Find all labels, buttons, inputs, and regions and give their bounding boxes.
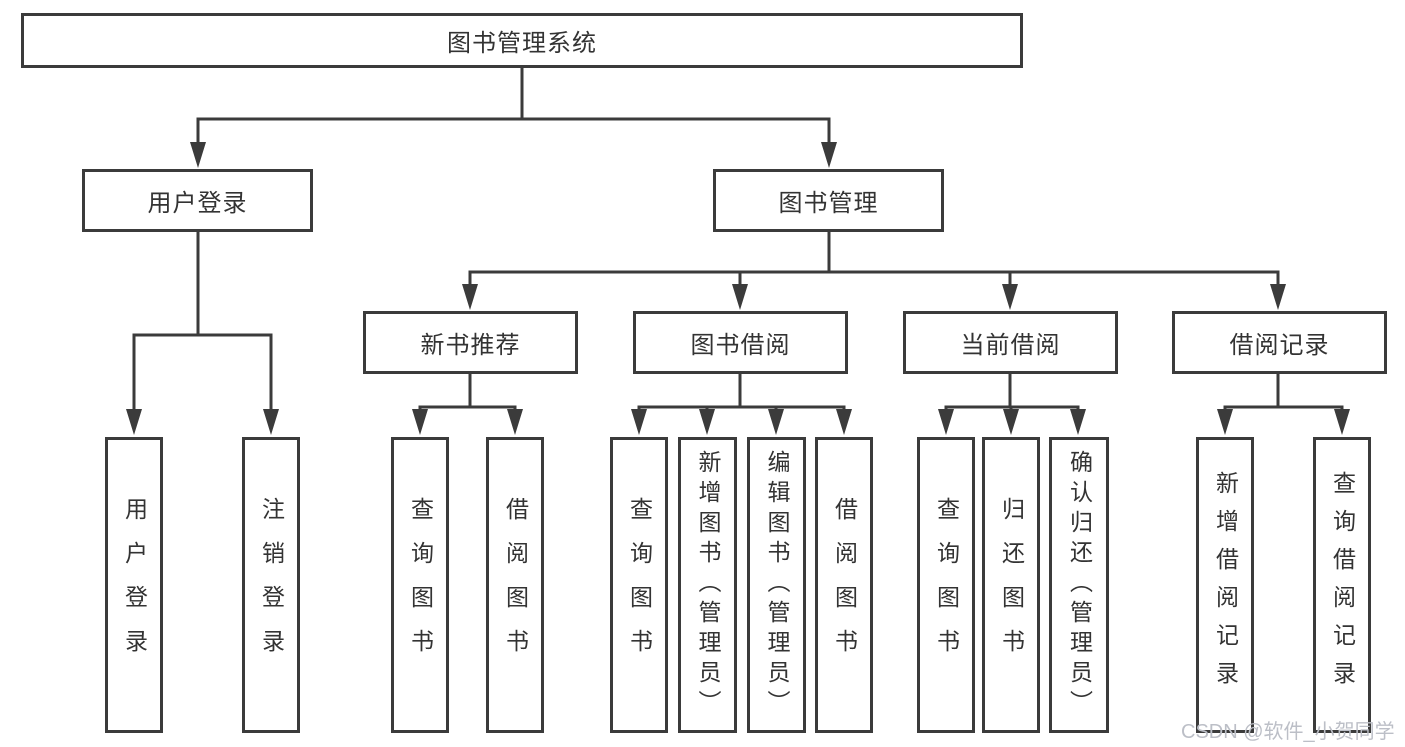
node-bb-borrow-book-label: 借阅图书 — [831, 497, 858, 673]
arrowheads — [126, 142, 1350, 435]
node-cb-query-book: 查询图书 — [917, 437, 975, 733]
node-new-book-recommend: 新书推荐 — [363, 311, 578, 374]
node-cb-query-book-label: 查询图书 — [933, 497, 960, 673]
node-bb-add-book-admin-label: 新增图书（管理员） — [695, 450, 721, 720]
node-br-add-record-label: 新增借阅记录 — [1212, 471, 1239, 699]
node-logout-leaf-label: 注销登录 — [258, 497, 285, 673]
node-user-login-label: 用户登录 — [147, 190, 248, 217]
node-nb-borrow-book-label: 借阅图书 — [502, 497, 529, 673]
node-bb-query-book: 查询图书 — [610, 437, 668, 733]
node-nb-query-book: 查询图书 — [391, 437, 449, 733]
node-bb-query-book-label: 查询图书 — [626, 497, 653, 673]
node-book-management: 图书管理 — [713, 169, 944, 232]
node-br-query-record: 查询借阅记录 — [1313, 437, 1371, 733]
node-user-login: 用户登录 — [82, 169, 313, 232]
node-cb-confirm-return-admin-label: 确认归还（管理员） — [1066, 450, 1093, 720]
node-login-leaf: 用户登录 — [105, 437, 163, 733]
node-cb-return-book: 归还图书 — [982, 437, 1040, 733]
node-logout-leaf: 注销登录 — [242, 437, 300, 733]
node-cb-confirm-return-admin: 确认归还（管理员） — [1049, 437, 1109, 733]
node-bb-edit-book-admin: 编辑图书（管理员） — [747, 437, 806, 733]
node-login-leaf-label: 用户登录 — [121, 497, 148, 673]
node-nb-borrow-book: 借阅图书 — [486, 437, 544, 733]
node-borrow-records: 借阅记录 — [1172, 311, 1387, 374]
node-cb-return-book-label: 归还图书 — [998, 497, 1025, 673]
node-bb-add-book-admin: 新增图书（管理员） — [678, 437, 737, 733]
node-book-management-label: 图书管理 — [778, 190, 879, 217]
node-br-add-record: 新增借阅记录 — [1196, 437, 1254, 733]
node-nb-query-book-label: 查询图书 — [407, 497, 434, 673]
node-root-label: 图书管理系统 — [447, 30, 597, 57]
node-borrow-records-label: 借阅记录 — [1229, 332, 1330, 359]
csdn-watermark: CSDN @软件_小贺同学 — [1181, 721, 1395, 743]
node-current-borrow: 当前借阅 — [903, 311, 1118, 374]
node-root: 图书管理系统 — [21, 13, 1023, 68]
node-current-borrow-label: 当前借阅 — [960, 332, 1061, 359]
node-bb-edit-book-admin-label: 编辑图书（管理员） — [764, 450, 790, 720]
node-book-borrow-label: 图书借阅 — [690, 332, 791, 359]
node-bb-borrow-book: 借阅图书 — [815, 437, 873, 733]
node-br-query-record-label: 查询借阅记录 — [1329, 471, 1356, 699]
node-new-book-recommend-label: 新书推荐 — [420, 332, 521, 359]
node-book-borrow: 图书借阅 — [633, 311, 848, 374]
